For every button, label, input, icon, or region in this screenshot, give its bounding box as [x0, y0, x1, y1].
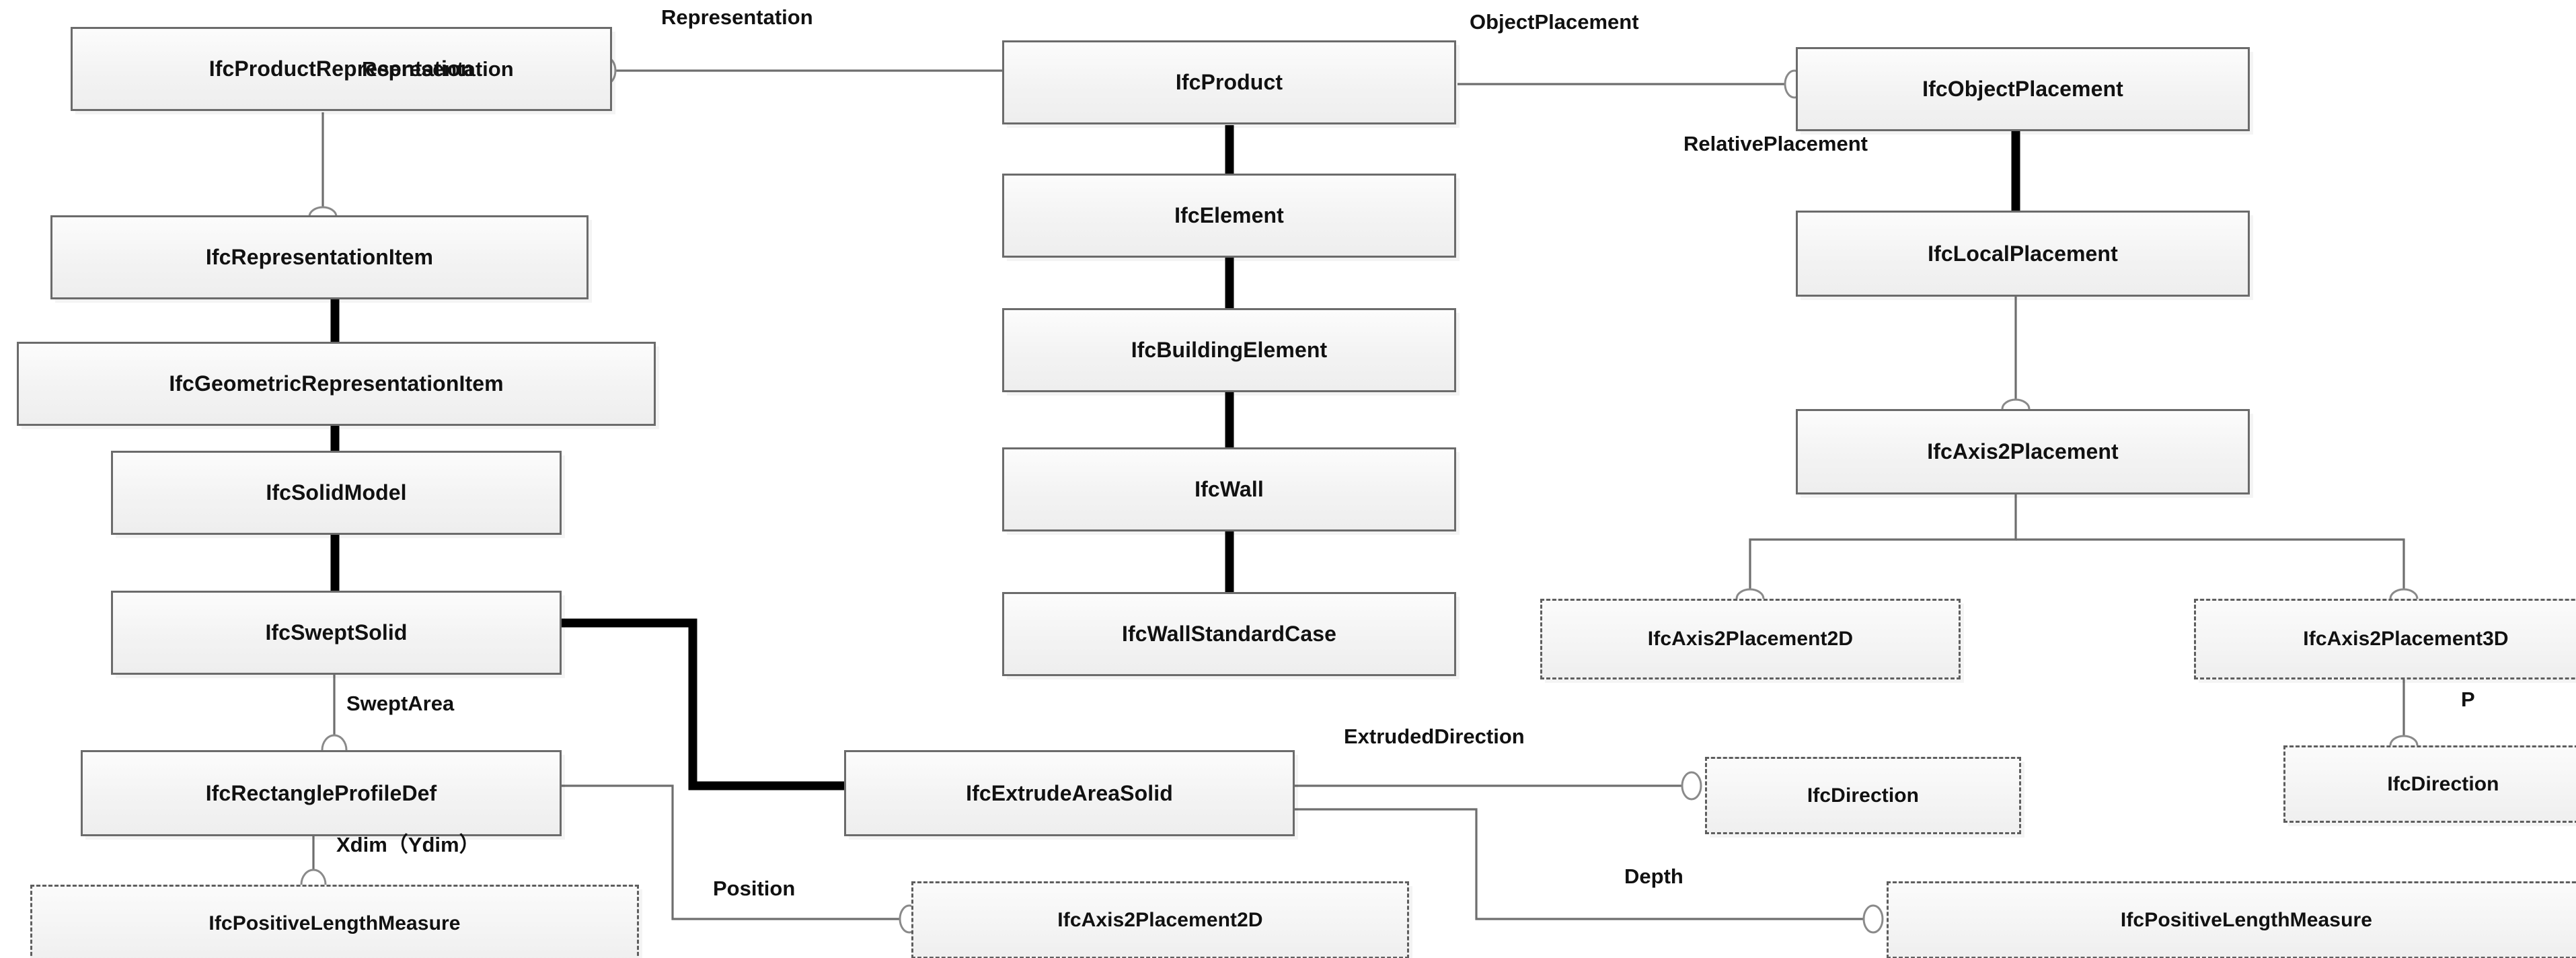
- node-ifc-representation-item[interactable]: IfcRepresentationItem: [50, 215, 589, 299]
- node-label: IfcRepresentationItem: [205, 245, 434, 269]
- node-label: IfcDirection: [2387, 772, 2499, 795]
- node-label: IfcSweptSolid: [265, 620, 408, 644]
- edge-label-representation-left: Representation: [362, 57, 514, 81]
- node-label: IfcGeometricRepresentationItem: [169, 371, 504, 396]
- node-ifc-positive-length-measure-depth[interactable]: IfcPositiveLengthMeasure: [1887, 881, 2576, 958]
- node-ifc-extrude-area-solid[interactable]: IfcExtrudeAreaSolid: [844, 750, 1295, 836]
- node-label: IfcAxis2Placement2D: [1647, 628, 1854, 650]
- edge-label-p: P: [2461, 688, 2475, 711]
- node-ifc-geometric-representation-item[interactable]: IfcGeometricRepresentationItem: [17, 342, 656, 426]
- node-label: IfcWallStandardCase: [1121, 622, 1337, 646]
- node-ifc-wall-standard-case[interactable]: IfcWallStandardCase: [1002, 592, 1456, 676]
- edge-label-representation-top: Representation: [661, 5, 813, 29]
- node-ifc-wall[interactable]: IfcWall: [1002, 447, 1456, 531]
- node-label: IfcAxis2Placement: [1927, 439, 2119, 464]
- node-ifc-rectangle-profile-def[interactable]: IfcRectangleProfileDef: [81, 750, 562, 836]
- edge-label-depth: Depth: [1624, 864, 1683, 888]
- node-ifc-object-placement[interactable]: IfcObjectPlacement: [1796, 47, 2250, 131]
- edge-label-object-placement: ObjectPlacement: [1470, 10, 1639, 34]
- node-label: IfcSolidModel: [266, 480, 407, 505]
- node-ifc-product[interactable]: IfcProduct: [1002, 40, 1456, 124]
- node-label: IfcExtrudeAreaSolid: [966, 780, 1173, 805]
- node-label: IfcBuildingElement: [1131, 338, 1328, 362]
- node-label: IfcDirection: [1807, 784, 1920, 807]
- node-ifc-axis2-placement-2d-position[interactable]: IfcAxis2Placement2D: [911, 881, 1409, 958]
- node-ifc-axis2-placement-3d[interactable]: IfcAxis2Placement3D: [2194, 599, 2576, 679]
- node-ifc-local-placement[interactable]: IfcLocalPlacement: [1796, 211, 2250, 297]
- node-label: IfcAxis2Placement2D: [1057, 908, 1263, 931]
- edge-label-xdim-ydim: Xdim（Ydim）: [336, 833, 480, 856]
- node-ifc-product-representation[interactable]: IfcProductRepresentation: [71, 27, 612, 111]
- node-label: IfcObjectPlacement: [1922, 77, 2123, 101]
- edge-label-extruded-direction: ExtrudedDirection: [1344, 725, 1525, 748]
- node-label: IfcElement: [1174, 203, 1284, 227]
- node-label: IfcAxis2Placement3D: [2303, 628, 2509, 650]
- node-ifc-direction-p[interactable]: IfcDirection: [2283, 745, 2576, 823]
- node-label: IfcRectangleProfileDef: [205, 780, 437, 805]
- node-ifc-swept-solid[interactable]: IfcSweptSolid: [111, 591, 562, 675]
- edge-label-position: Position: [713, 877, 796, 900]
- node-label: IfcWall: [1195, 477, 1264, 501]
- node-ifc-positive-length-measure-xdim[interactable]: IfcPositiveLengthMeasure: [30, 885, 639, 958]
- node-label: IfcPositiveLengthMeasure: [209, 912, 461, 934]
- edge-label-swept-area: SweptArea: [346, 692, 455, 715]
- node-label: IfcProduct: [1175, 70, 1283, 94]
- node-label: IfcProductRepresentation: [209, 57, 474, 81]
- node-ifc-element[interactable]: IfcElement: [1002, 174, 1456, 258]
- edge-label-relative-placement: RelativePlacement: [1683, 132, 1868, 155]
- node-ifc-direction-extruded[interactable]: IfcDirection: [1705, 757, 2021, 834]
- node-ifc-building-element[interactable]: IfcBuildingElement: [1002, 308, 1456, 392]
- node-label: IfcPositiveLengthMeasure: [2120, 908, 2373, 931]
- node-ifc-solid-model[interactable]: IfcSolidModel: [111, 451, 562, 535]
- node-label: IfcLocalPlacement: [1928, 241, 2118, 266]
- node-ifc-axis2-placement[interactable]: IfcAxis2Placement: [1796, 409, 2250, 494]
- node-ifc-axis2-placement-2d-top[interactable]: IfcAxis2Placement2D: [1540, 599, 1961, 679]
